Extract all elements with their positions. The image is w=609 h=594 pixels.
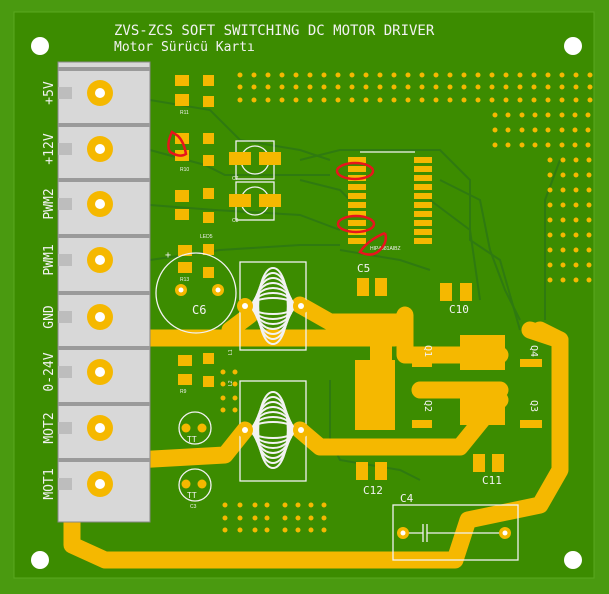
board-title: ZVS-ZCS SOFT SWITCHING DC MOTOR DRIVER [114, 23, 435, 39]
label-q1: Q1 [422, 345, 433, 357]
label-q4: Q4 [528, 345, 539, 357]
label-c7: C7 [232, 176, 239, 182]
connector-label: PWM2 [42, 188, 57, 219]
svg-text:+: + [165, 250, 171, 261]
label-c11: C11 [482, 474, 502, 487]
label-l2: L2 [228, 380, 234, 386]
capacitor-c6: + C6 [155, 250, 237, 334]
connector-label: +5V [42, 81, 57, 105]
red-annotations [167, 130, 388, 256]
connector-label: MOT2 [42, 412, 57, 443]
label-c4: C4 [400, 492, 414, 505]
board-subtitle: Motor Sürücü Kartı [114, 40, 255, 55]
terminal-block [57, 61, 151, 523]
label-q3: Q3 [528, 400, 539, 412]
connector-label: 0-24V [42, 352, 57, 391]
label-q2: Q2 [422, 400, 433, 412]
label-c8: C8 [232, 218, 239, 224]
capacitors-c7-c8: C7 C8 [229, 140, 281, 224]
label-tt-1: TT [187, 435, 197, 444]
mosfets: Q1 Q2 Q3 Q4 [412, 345, 542, 428]
connector-label: GND [42, 305, 57, 329]
connector-label: PWM1 [42, 244, 57, 275]
label-led5: LED5 [200, 234, 213, 240]
label-c10: C10 [449, 303, 469, 316]
connector-label: +12V [42, 133, 57, 164]
label-r11: R11 [180, 110, 189, 116]
label-r9: R9 [180, 389, 187, 395]
label-l1: L1 [228, 349, 234, 355]
label-c12: C12 [363, 484, 383, 497]
label-c6: C6 [192, 303, 206, 317]
label-tt-2: TT [187, 491, 197, 500]
label-r13: R13 [180, 277, 189, 283]
label-c3: C3 [190, 504, 197, 510]
capacitor-c4: C4 [392, 492, 519, 561]
label-ic: HIP4081AIBZ [370, 246, 401, 252]
via-array [220, 72, 593, 533]
capacitors-tt: TT TT C3 [178, 411, 212, 510]
inductors: L1 L2 [228, 261, 309, 482]
label-c5: C5 [357, 262, 370, 275]
mounting-holes [31, 37, 582, 569]
connector-label: MOT1 [42, 468, 57, 499]
smd-capacitors: C5 C10 C11 C12 [356, 262, 504, 497]
label-r10: R10 [180, 167, 189, 173]
